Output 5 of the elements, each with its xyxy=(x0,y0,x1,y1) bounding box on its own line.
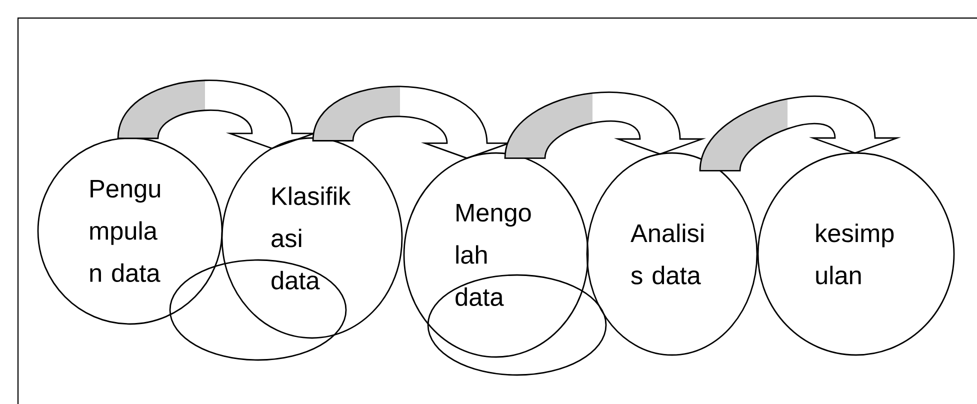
curved-block-arrow xyxy=(312,86,510,159)
curved-block-arrow xyxy=(504,92,703,159)
empty-ellipse xyxy=(169,259,347,361)
curved-block-arrow xyxy=(117,80,315,150)
empty-ellipse xyxy=(427,274,607,376)
